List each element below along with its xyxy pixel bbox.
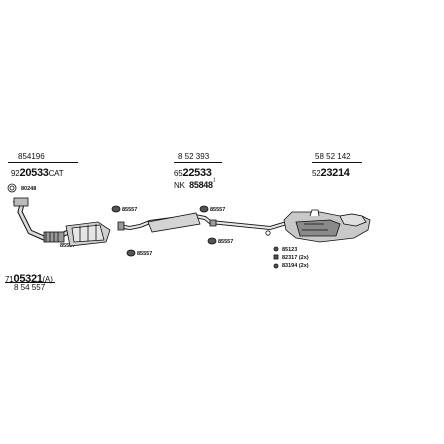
clamp-icon-2 <box>199 205 209 213</box>
clamp-label-2: 85557 <box>210 207 226 213</box>
mount-label-3: 83194 (2x) <box>282 263 309 269</box>
gasket-label: 80248 <box>21 186 37 192</box>
clamp-icon-3 <box>126 249 136 257</box>
center-silencer-icon <box>117 212 291 236</box>
group2-divider <box>174 162 222 163</box>
mount-label-2: 82317 (2x) <box>282 255 309 261</box>
catalytic-converter-icon <box>65 221 111 247</box>
clamp-icon-4 <box>207 237 217 245</box>
clamp-label-4: 85557 <box>218 239 234 245</box>
group1-main-label: 9220533CAT <box>11 167 64 179</box>
rear-muffler-icon <box>283 209 371 243</box>
group2-alt-label: NK 858481 <box>174 177 216 190</box>
gasket-ring-icon <box>7 183 17 193</box>
group1-top-code: 854196 <box>18 152 45 161</box>
clamp-label-3: 85557 <box>137 251 153 257</box>
mount-icon-2 <box>273 254 279 260</box>
mount-icon-1 <box>273 246 279 252</box>
front-downpipe-icon <box>12 197 74 243</box>
group3-main-label: 5223214 <box>312 167 350 179</box>
clamp-icon-1 <box>111 205 121 213</box>
bottom-left-sub-code: 8 54 557 <box>14 283 46 292</box>
group1-divider <box>8 162 78 163</box>
group2-main-label: 6522533 <box>174 167 212 179</box>
bottom-left-main-label: 7105321(A) <box>5 273 53 285</box>
group2-top-code: 8 52 393 <box>178 152 210 161</box>
bottom-left-divider <box>5 282 55 283</box>
group3-top-code: 58 52 142 <box>315 152 351 161</box>
group3-divider <box>312 162 362 163</box>
mount-label-1: 85123 <box>282 247 298 253</box>
clamp-label-5: 85557 <box>60 243 76 249</box>
mount-icon-3 <box>273 263 279 269</box>
clamp-label-1: 85557 <box>122 207 138 213</box>
